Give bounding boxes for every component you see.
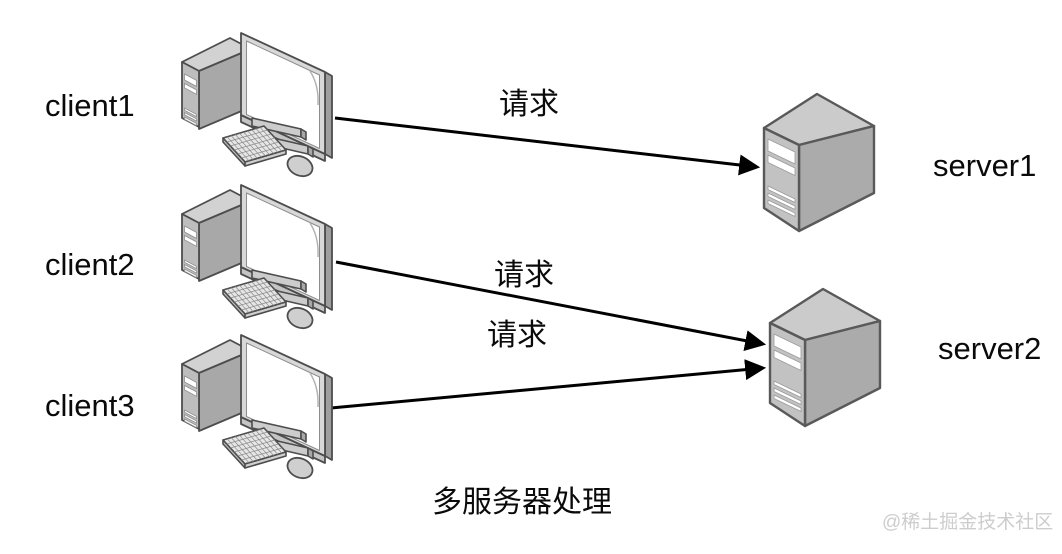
request-label-2: 请求 <box>494 259 554 292</box>
client3-computer-icon <box>181 334 333 480</box>
watermark: @稀土掘金技术社区 <box>882 512 1054 533</box>
client1-computer-icon <box>181 32 333 178</box>
server2-label: server2 <box>938 331 1042 366</box>
request-arrow-client2-server2 <box>335 260 767 351</box>
request-arrow-client1-server1 <box>334 116 761 176</box>
server1-icon <box>762 92 876 233</box>
client3-label: client3 <box>45 388 135 423</box>
client2-computer-icon <box>181 184 333 330</box>
diagram-title: 多服务器处理 <box>432 486 612 519</box>
request-arrow-client3-server2 <box>330 359 767 410</box>
request-label-3: 请求 <box>487 319 547 352</box>
server1-label: server1 <box>933 148 1037 183</box>
server2-icon <box>768 287 882 428</box>
request-label-1: 请求 <box>499 88 559 121</box>
client1-label: client1 <box>45 88 135 123</box>
client2-label: client2 <box>45 247 135 282</box>
